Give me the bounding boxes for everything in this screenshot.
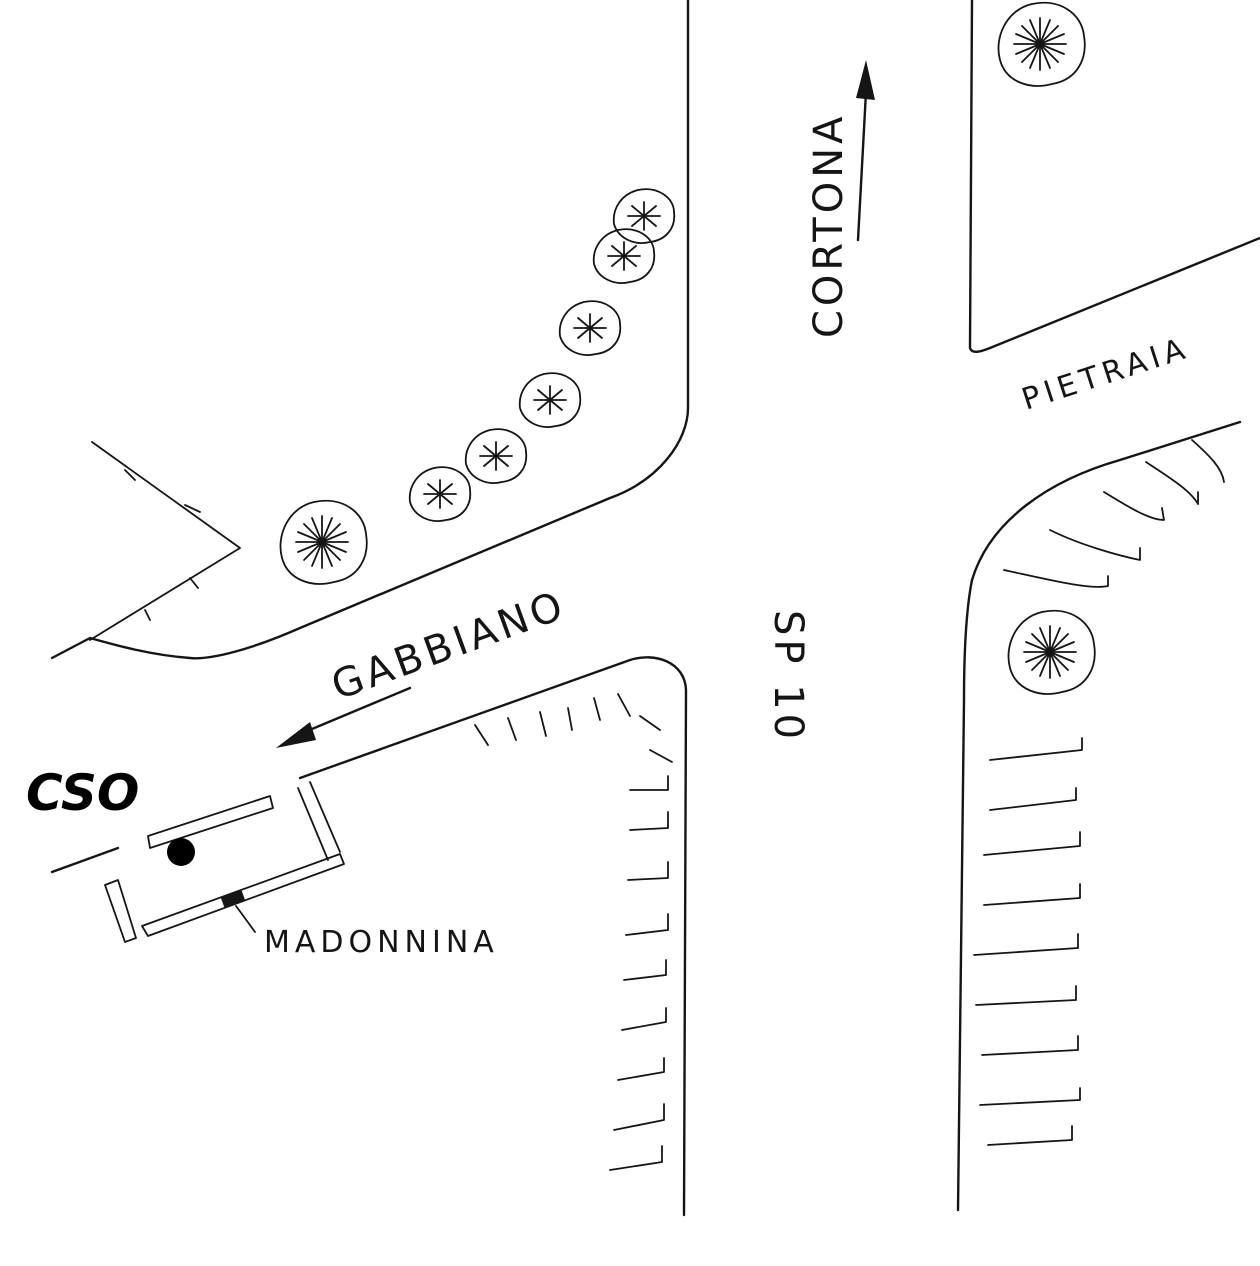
hedge-marks bbox=[474, 439, 1225, 1171]
road-label-south: SP 10 bbox=[765, 610, 811, 743]
road-label-north: CORTONA bbox=[806, 113, 852, 339]
cso-marker-dot bbox=[167, 838, 195, 866]
madonnina-marker bbox=[220, 889, 246, 909]
direction-arrow-west bbox=[276, 686, 412, 748]
landmark-label: MADONNINA bbox=[264, 925, 499, 960]
cso-label: CSO bbox=[26, 764, 140, 822]
road-edges bbox=[50, 0, 1260, 1217]
road-label-east: PIETRAIA bbox=[1018, 331, 1194, 418]
chapel-outline bbox=[104, 781, 345, 943]
direction-arrow-north bbox=[856, 60, 875, 242]
